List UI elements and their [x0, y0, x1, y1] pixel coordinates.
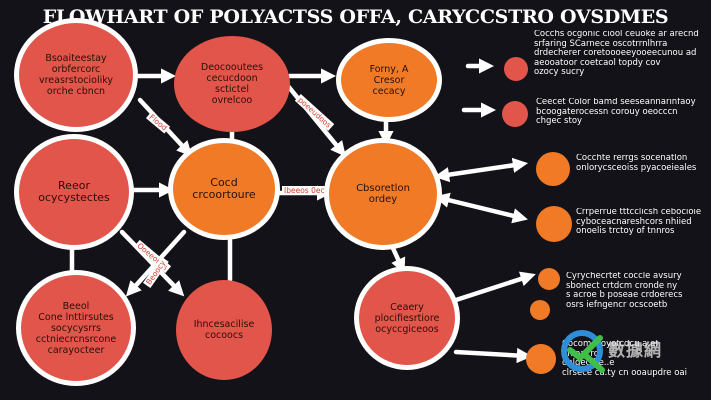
note-t2: Ceecet Color bamd seeseannarinfaoy bcoog…: [536, 98, 696, 126]
arrow-n6-dot4: [434, 192, 528, 224]
node-n6: Cbsoretlon ordey: [324, 138, 442, 250]
dot-7: [526, 344, 556, 374]
arrow-n6-n9: [389, 243, 406, 274]
diagram-title: FLOWHART OF POLYACTSS OFFA, CARYCCSTRO O…: [42, 6, 669, 28]
node-n6-label: Cbsoretlon ordey: [356, 183, 410, 205]
node-n5-label: Cocd crcoortoure: [192, 176, 256, 201]
node-n2: Deocooutees cecucdoon sctictel ovrelcoo: [174, 36, 290, 132]
arrow-n9-dot6: [453, 347, 533, 364]
node-n3: Forny, A Cresor cecacy: [336, 38, 442, 122]
note-t5: Cyrychecrtet coccle avsury sbonect crtdc…: [566, 272, 683, 310]
watermark-logo-icon: [561, 330, 605, 373]
node-n8-label: Ihncesacilise cocoocs: [193, 319, 255, 341]
arrow-n9-dot5: [453, 271, 536, 303]
dot-2: [502, 101, 528, 127]
dot-4: [536, 206, 572, 242]
node-n7: Beeol Cone lnttirsutes socycysrrs cctnie…: [16, 270, 136, 386]
dot-1: [504, 57, 528, 81]
node-n4: Reeor ocycystectes: [14, 134, 134, 250]
node-n1: Bsoaiteestay orbfercorc vreasrstocioliky…: [14, 18, 138, 132]
arrow-n6-dot3: [433, 157, 529, 183]
node-n9-label: Ceaery plocifiesrtiore ocyccgiceoos: [374, 301, 440, 335]
node-n3-label: Forny, A Cresor cecacy: [369, 63, 409, 97]
note-t4: Crrperrue tttcclicsh cebocioie cyboceacn…: [576, 208, 702, 236]
arrow-n4-n8: [119, 229, 185, 297]
node-n1-label: Bsoaiteestay orbfercorc vreasrstocioliky…: [38, 53, 114, 97]
dot-5: [538, 268, 560, 290]
node-n9: Ceaery plocifiesrtiore ocyccgiceoos: [354, 266, 460, 370]
watermark-text: 數據網: [608, 341, 662, 361]
dot-3: [536, 152, 570, 186]
node-n2-label: Deocooutees cecucdoon sctictel ovrelcoo: [200, 62, 264, 106]
node-n5: Cocd crcoortoure: [168, 138, 280, 240]
dot-6: [530, 300, 550, 320]
note-t3: Cocchte rerrgs socenatlon onlorycsceoiss…: [576, 154, 697, 173]
edge-label-l3: Ibeeos 0ec: [282, 186, 327, 195]
node-n8: Ihncesacilise cocoocs: [176, 280, 272, 380]
note-t1: Cocchs ocgonic ciool ceuoke ar arecnd sr…: [534, 30, 699, 77]
node-n4-label: Reeor ocycystectes: [38, 179, 110, 204]
node-n7-label: Beeol Cone lnttirsutes socycysrrs cctnie…: [35, 300, 117, 356]
